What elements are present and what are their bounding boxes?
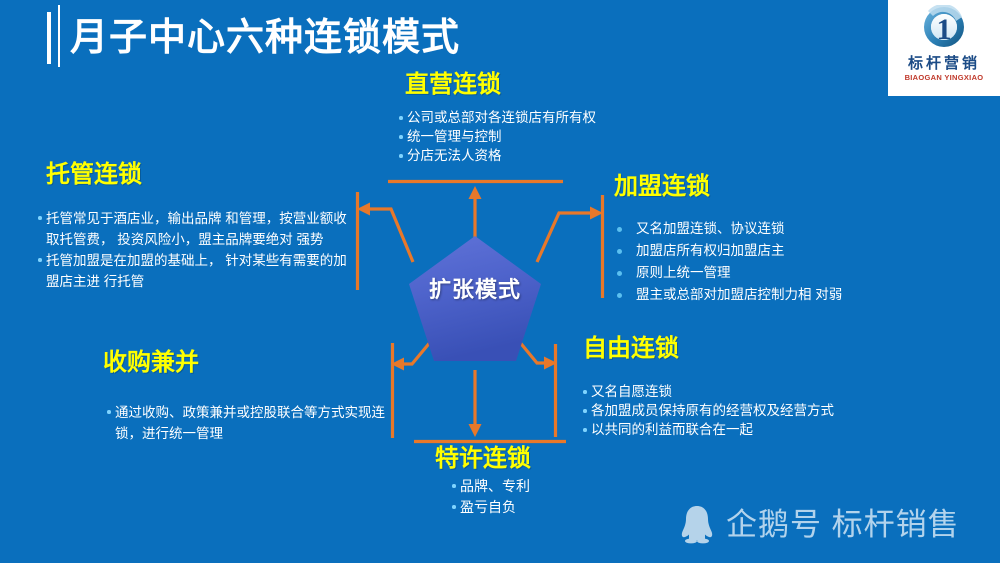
section-heading-zhiying: 直营连锁 bbox=[405, 71, 501, 98]
section-heading-jiameng: 加盟连锁 bbox=[614, 173, 710, 200]
list-item: 品牌、专利 bbox=[452, 476, 660, 497]
bullet-list-texu: 品牌、专利 盈亏自负 bbox=[452, 476, 660, 518]
list-item: 盈亏自负 bbox=[452, 497, 660, 518]
list-item: 通过收购、政策兼并或控股联合等方式实现连锁，进行统一管理 bbox=[107, 402, 385, 444]
list-item: 分店无法人资格 bbox=[399, 146, 688, 165]
section-jiameng: 加盟连锁 又名加盟连锁、协议连锁 加盟店所有权归加盟店主 原则上统一管理 盟主或… bbox=[614, 172, 994, 306]
logo-chinese-name: 标杆营销 bbox=[907, 55, 980, 72]
arrow-top-head bbox=[468, 186, 482, 199]
list-item: 原则上统一管理 bbox=[614, 262, 994, 284]
list-item: 加盟店所有权归加盟店主 bbox=[614, 240, 994, 262]
center-pentagon-label: 扩张模式 bbox=[428, 277, 521, 302]
section-ziyou: 自由连锁 又名自愿连锁 各加盟成员保持原有的经营权及经营方式 以共同的利益而联合… bbox=[583, 334, 983, 439]
watermark-label: 企鹅号 标杆销售 bbox=[726, 507, 960, 542]
brand-logo: 1 标杆营销 BIAOGAN YINGXIAO bbox=[888, 0, 1000, 96]
bullet-list-ziyou: 又名自愿连锁 各加盟成员保持原有的经营权及经营方式 以共同的利益而联合在一起 bbox=[583, 382, 983, 439]
title-accent-bar-thin bbox=[58, 5, 60, 67]
list-item: 各加盟成员保持原有的经营权及经营方式 bbox=[583, 401, 983, 420]
list-item: 又名加盟连锁、协议连锁 bbox=[614, 218, 994, 240]
section-tuoguan: 托管连锁 托管常见于酒店业，输出品牌 和管理，按营业额收取托管费， 投资风险小，… bbox=[38, 160, 356, 292]
arrow-right-lower-stem bbox=[516, 338, 545, 365]
list-item: 公司或总部对各连锁店有所有权 bbox=[399, 108, 688, 127]
section-zhiying: 直营连锁 公司或总部对各连锁店有所有权 统一管理与控制 分店无法人资格 bbox=[388, 70, 688, 165]
arrow-left-upper-head bbox=[357, 202, 370, 216]
arrow-left-lower-head bbox=[391, 357, 404, 371]
arrow-right-upper-stem bbox=[535, 211, 591, 263]
logo-circle-one-icon: 1 bbox=[924, 3, 964, 47]
list-item: 盟主或总部对加盟店控制力相 对弱 bbox=[614, 284, 994, 306]
list-item: 托管加盟是在加盟的基础上， 针对某些有需要的加盟店主进 行托管 bbox=[38, 250, 356, 292]
list-item: 又名自愿连锁 bbox=[583, 382, 983, 401]
section-shougou: 收购兼并 通过收购、政策兼并或控股联合等方式实现连锁，进行统一管理 bbox=[85, 348, 385, 444]
bullet-list-shougou: 通过收购、政策兼并或控股联合等方式实现连锁，进行统一管理 bbox=[107, 402, 385, 444]
arrow-right-lower-head bbox=[544, 356, 557, 370]
section-texu: 特许连锁 品牌、专利 盈亏自负 bbox=[430, 444, 660, 518]
list-item: 以共同的利益而联合在一起 bbox=[583, 420, 983, 439]
arrow-left-lower-stem bbox=[403, 338, 434, 366]
bullet-list-tuoguan: 托管常见于酒店业，输出品牌 和管理，按营业额收取托管费， 投资风险小，盟主品牌要… bbox=[38, 208, 356, 292]
section-heading-shougou: 收购兼并 bbox=[103, 349, 199, 376]
arrow-left-upper-stem bbox=[369, 207, 415, 263]
page-title: 月子中心六种连锁模式 bbox=[70, 17, 461, 59]
penguin-icon bbox=[681, 506, 713, 544]
section-heading-ziyou: 自由连锁 bbox=[583, 335, 679, 362]
logo-english-name: BIAOGAN YINGXIAO bbox=[904, 73, 984, 82]
title-accent-bar-thick bbox=[47, 12, 51, 64]
list-item: 托管常见于酒店业，输出品牌 和管理，按营业额收取托管费， 投资风险小，盟主品牌要… bbox=[38, 208, 356, 250]
arrow-right-upper-head bbox=[590, 206, 603, 220]
bullet-list-jiameng: 又名加盟连锁、协议连锁 加盟店所有权归加盟店主 原则上统一管理 盟主或总部对加盟… bbox=[614, 218, 994, 306]
svg-text:1: 1 bbox=[937, 13, 952, 46]
watermark: 企鹅号 标杆销售 bbox=[680, 505, 960, 545]
bullet-list-zhiying: 公司或总部对各连锁店有所有权 统一管理与控制 分店无法人资格 bbox=[399, 108, 688, 165]
list-item: 统一管理与控制 bbox=[399, 127, 688, 146]
arrow-bottom-head bbox=[468, 424, 482, 437]
section-heading-tuoguan: 托管连锁 bbox=[46, 161, 142, 188]
section-heading-texu: 特许连锁 bbox=[435, 445, 531, 472]
